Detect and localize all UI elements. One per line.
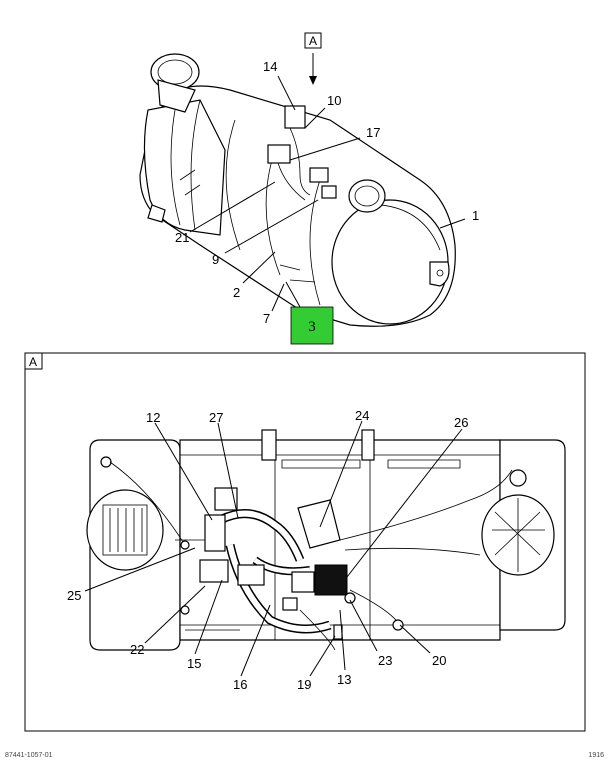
callout-26: 26 (454, 415, 468, 430)
callout-2: 2 (233, 285, 240, 300)
highlight-label: 3 (308, 319, 316, 335)
detail-view-a-illustration (86, 429, 566, 651)
callout-22: 22 (130, 642, 144, 657)
arrow-down-icon (309, 76, 317, 85)
callout-19: 19 (297, 677, 311, 692)
callout-20: 20 (432, 653, 446, 668)
callout-1: 1 (472, 208, 479, 223)
callout-23: 23 (378, 653, 392, 668)
callout-17: 17 (366, 125, 380, 140)
detail-view-label: A (29, 355, 37, 369)
callout-9: 9 (212, 252, 219, 267)
callout-7: 7 (263, 311, 270, 326)
highlighted-callout-3[interactable]: 3 (290, 306, 334, 345)
view-a-marker-label: A (309, 34, 317, 48)
view-a-marker: A (304, 32, 322, 85)
callout-13: 13 (337, 672, 351, 687)
top-leader-lines (189, 75, 466, 312)
detail-leader-lines (84, 420, 463, 677)
callout-12: 12 (146, 410, 160, 425)
footer-page: 1916 (588, 752, 604, 759)
callout-16: 16 (233, 677, 247, 692)
callout-25: 25 (67, 588, 81, 603)
callout-14: 14 (263, 59, 277, 74)
callout-21: 21 (175, 230, 189, 245)
callout-27: 27 (209, 410, 223, 425)
callout-15: 15 (187, 656, 201, 671)
callout-24: 24 (355, 408, 369, 423)
footer-ref: 87441-1057-01 (5, 752, 53, 759)
aftertreatment-assembly-illustration (139, 53, 456, 327)
callout-10: 10 (327, 93, 341, 108)
